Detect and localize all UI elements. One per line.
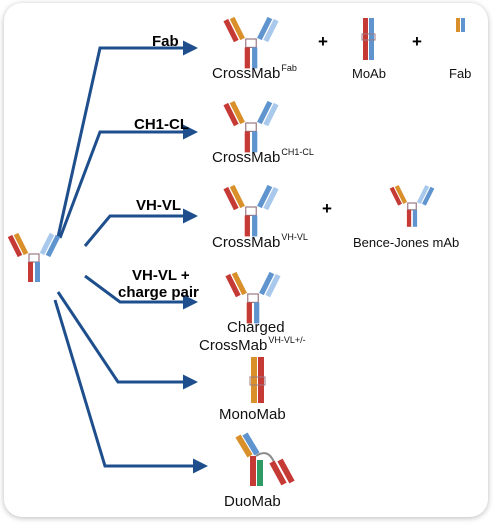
domain-block — [265, 273, 281, 298]
domain-block — [229, 16, 245, 41]
branch-label-fab: Fab — [152, 33, 179, 50]
antibody-icon — [223, 100, 279, 153]
fab-icon — [456, 18, 465, 32]
domain-block — [223, 102, 239, 127]
domain-block — [389, 186, 403, 206]
fc-chain — [252, 215, 258, 237]
domain-block — [416, 185, 430, 204]
product-charged-label-line1: Charged — [227, 319, 285, 336]
domain-block — [223, 186, 239, 211]
branch-label-vh-vl: VH-VL — [136, 197, 181, 214]
chain — [258, 357, 264, 403]
domain-block — [223, 18, 239, 43]
plus-sign: + — [318, 32, 328, 51]
product-charged-crossmab: CrossMabVH-VL+/- — [199, 335, 306, 354]
domain-block — [229, 184, 245, 209]
duomab-icon — [235, 432, 295, 486]
branch-label-ch1-cl: CH1-CL — [134, 116, 189, 133]
branch-arrow — [83, 208, 198, 247]
hinge-region — [28, 253, 40, 263]
antibody-icon — [389, 185, 435, 227]
domain-block — [259, 271, 275, 296]
branch-arrow — [56, 291, 198, 390]
product-monomab: MonoMab — [219, 406, 286, 423]
branch-label-vh-vl-charge-line1: VH-VL + — [132, 267, 190, 284]
product-bence-jones-mab: Bence-Jones mAb — [353, 235, 460, 250]
antibody-icon — [7, 232, 61, 282]
product-moab: MoAb — [352, 66, 386, 81]
chain — [369, 18, 374, 60]
chain — [461, 18, 465, 32]
domain-block — [231, 271, 247, 296]
chain — [257, 460, 263, 486]
domain-block — [257, 100, 273, 125]
domain-block — [277, 458, 295, 484]
fc-chain — [35, 262, 40, 282]
domain-block — [242, 432, 260, 456]
domain-block — [7, 234, 23, 258]
fc-chain — [252, 131, 258, 153]
chain — [363, 18, 368, 60]
fc-chain — [406, 209, 412, 227]
hinge-region — [407, 202, 417, 211]
fc-chain — [252, 47, 258, 69]
plus-sign: + — [322, 199, 332, 218]
product-duomab: DuoMab — [224, 493, 281, 510]
branch-arrow — [53, 299, 208, 474]
hinge-region — [245, 206, 257, 216]
domain-block — [394, 185, 408, 204]
fc-chain — [246, 302, 252, 324]
antibody-icon — [223, 16, 279, 69]
fc-chain — [254, 302, 260, 324]
antibody-icons — [7, 16, 465, 486]
fc-chain — [28, 262, 33, 282]
plus-sign: + — [412, 32, 422, 51]
product-fab: Fab — [449, 66, 472, 81]
domain-block — [229, 100, 245, 125]
moab-icon — [361, 18, 376, 60]
hinge-region — [249, 376, 266, 386]
chain — [250, 456, 256, 486]
domain-block — [257, 16, 273, 41]
domain-block — [39, 232, 55, 256]
domain-block — [263, 102, 279, 127]
chain — [251, 357, 257, 403]
domain-block — [263, 18, 279, 43]
fc-chain — [244, 47, 250, 69]
fc-chain — [244, 215, 250, 237]
branch-arrow — [56, 40, 198, 238]
domain-block — [45, 234, 61, 258]
branch-arrow — [84, 274, 198, 310]
branch-label-vh-vl-charge-line2: charge pair — [118, 284, 199, 301]
domain-block — [225, 273, 241, 298]
product-crossmab-ch1-cl: CrossMabCH1-CL — [212, 147, 314, 166]
domain-block — [257, 184, 273, 209]
chain — [456, 18, 460, 32]
linker — [255, 452, 275, 463]
fc-chain — [244, 131, 250, 153]
branch-arrow — [58, 124, 198, 239]
hinge-region — [361, 33, 376, 41]
fc-chain — [412, 209, 418, 227]
domain-block — [269, 460, 287, 486]
hinge-region — [247, 293, 259, 303]
product-crossmab-fab: CrossMabFab — [212, 63, 297, 82]
monomab-icon — [249, 357, 266, 403]
hinge-region — [245, 122, 257, 132]
antibody-icon — [225, 271, 281, 324]
domain-block — [263, 186, 279, 211]
domain-block — [235, 434, 253, 458]
hinge-region — [245, 38, 257, 48]
antibody-icon — [223, 184, 279, 237]
product-crossmab-vh-vl: CrossMabVH-VL — [212, 232, 308, 251]
branch-arrows — [53, 40, 208, 474]
domain-block — [13, 232, 29, 256]
figure-card — [4, 3, 488, 517]
domain-block — [421, 186, 435, 206]
